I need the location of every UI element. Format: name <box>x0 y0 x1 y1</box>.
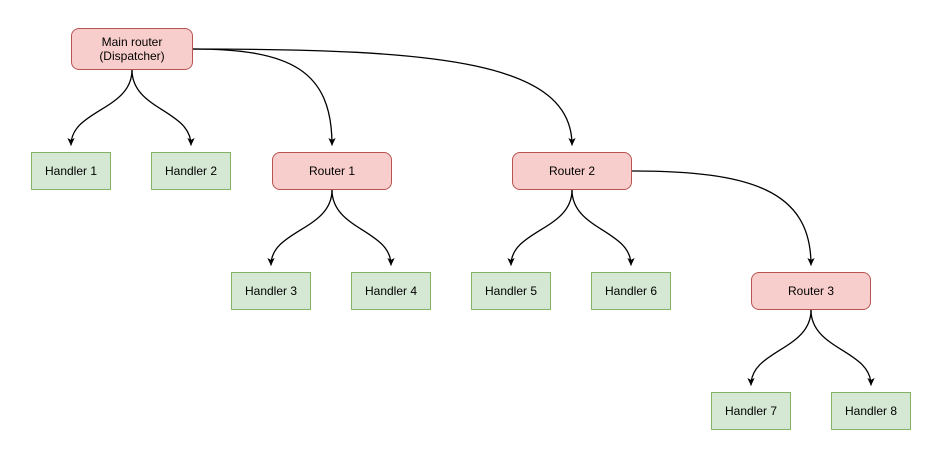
node-label-handler-3: Handler 3 <box>244 284 298 298</box>
node-handler-5[interactable]: Handler 5 <box>471 272 551 310</box>
node-label-handler-6: Handler 6 <box>604 284 658 298</box>
node-main-router[interactable]: Main router (Dispatcher) <box>71 28 193 70</box>
edge-main-to-router-1 <box>192 48 336 146</box>
node-label-handler-5: Handler 5 <box>484 284 538 298</box>
edge-router-2-to-handler-5 <box>507 189 573 266</box>
node-handler-3[interactable]: Handler 3 <box>231 272 311 310</box>
node-label-handler-7: Handler 7 <box>724 404 778 418</box>
node-handler-4[interactable]: Handler 4 <box>351 272 431 310</box>
node-handler-1[interactable]: Handler 1 <box>31 152 111 190</box>
node-label-handler-2: Handler 2 <box>164 164 218 178</box>
edge-router-3-to-handler-7 <box>747 309 812 386</box>
node-handler-2[interactable]: Handler 2 <box>151 152 231 190</box>
node-label-handler-4: Handler 4 <box>364 284 418 298</box>
node-router-2[interactable]: Router 2 <box>512 152 632 190</box>
edge-main-to-handler-2 <box>131 69 195 146</box>
connector-edges <box>67 48 875 386</box>
node-router-3[interactable]: Router 3 <box>751 272 871 310</box>
edge-main-to-router-2 <box>192 48 576 146</box>
node-handler-6[interactable]: Handler 6 <box>591 272 671 310</box>
node-label-router-3: Router 3 <box>787 284 835 298</box>
edge-router-2-to-router-3 <box>631 170 815 266</box>
node-label-handler-8: Handler 8 <box>844 404 898 418</box>
node-label-handler-1: Handler 1 <box>44 164 98 178</box>
edge-router-2-to-handler-6 <box>571 189 635 266</box>
edge-router-3-to-handler-8 <box>810 309 875 386</box>
edge-main-to-handler-1 <box>67 69 133 146</box>
node-router-1[interactable]: Router 1 <box>272 152 392 190</box>
node-label-router-2: Router 2 <box>548 164 596 178</box>
node-label-main-router: Main router (Dispatcher) <box>99 35 165 63</box>
node-handler-8[interactable]: Handler 8 <box>831 392 911 430</box>
edge-router-1-to-handler-4 <box>331 189 395 266</box>
edge-router-1-to-handler-3 <box>267 189 333 266</box>
node-handler-7[interactable]: Handler 7 <box>711 392 791 430</box>
node-label-router-1: Router 1 <box>308 164 356 178</box>
